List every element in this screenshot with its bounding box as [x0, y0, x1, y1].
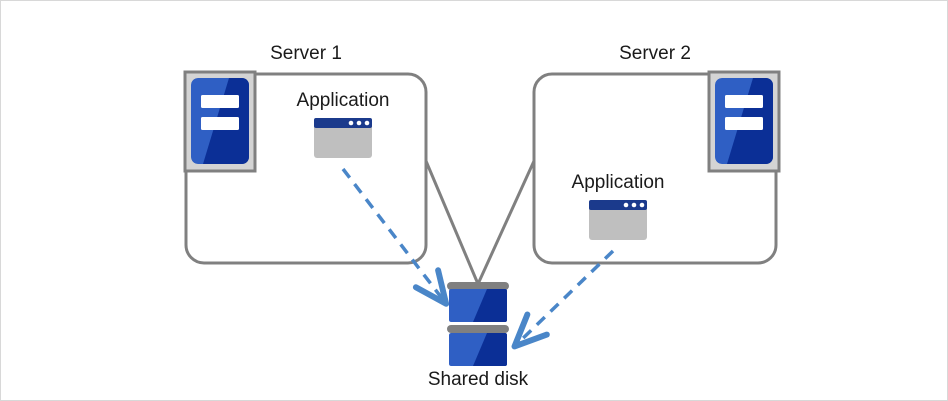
disk-rail-top	[447, 282, 509, 290]
app1-label: Application	[296, 90, 390, 111]
arrow-app1-to-disk	[341, 167, 450, 307]
app-window-dot	[631, 202, 637, 208]
server1-icon-group	[183, 70, 257, 173]
app2-label: Application	[571, 172, 665, 193]
server2-icon-group	[707, 70, 781, 173]
server-icon-bar-top	[725, 95, 763, 108]
app1-window-icon	[314, 118, 372, 158]
app2-window-icon	[589, 200, 647, 240]
disk-rail-middle	[447, 325, 509, 333]
disk-block-upper-shade	[473, 289, 507, 322]
app-window-titlebar	[314, 118, 372, 128]
disk-block-lower-shade	[473, 333, 507, 366]
server-icon-bar-top	[201, 95, 239, 108]
shared-disk-label: Shared disk	[427, 369, 529, 390]
connector-server2-to-disk	[476, 160, 536, 285]
app-window-dot	[356, 120, 362, 126]
shared-disk-icon	[447, 282, 509, 366]
server-icon-bar-bottom	[725, 117, 763, 130]
connector-server1-to-disk	[424, 160, 480, 285]
app-window-dot	[623, 202, 629, 208]
app-window-dot	[639, 202, 645, 208]
app-window-dot	[348, 120, 354, 126]
app-window-dot	[364, 120, 370, 126]
arrow-app2-to-disk	[511, 249, 615, 350]
server-icon-bar-bottom	[201, 117, 239, 130]
server1-label: Server 1	[270, 43, 342, 64]
server2-label: Server 2	[619, 43, 691, 64]
app-window-titlebar	[589, 200, 647, 210]
